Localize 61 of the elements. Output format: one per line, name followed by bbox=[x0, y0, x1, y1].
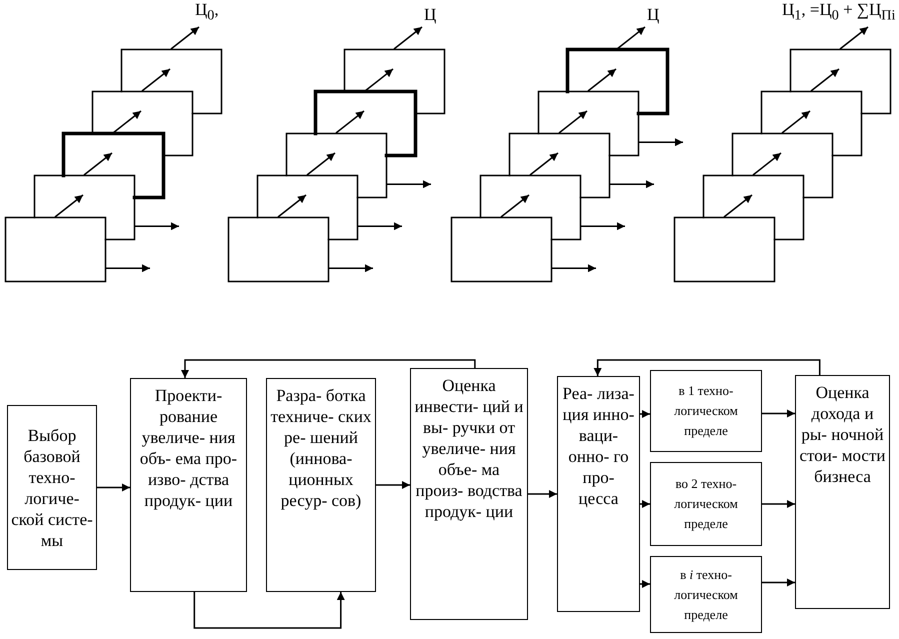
arrow bbox=[105, 264, 150, 272]
arrow bbox=[762, 410, 795, 418]
arrow bbox=[357, 222, 402, 230]
arrow bbox=[609, 180, 654, 188]
arrow bbox=[762, 578, 795, 586]
process-box bbox=[650, 462, 762, 546]
step-text: Разра- ботка техниче- ских ре- шений (иннова- ционных ресур- сов) bbox=[270, 385, 372, 511]
arrow bbox=[640, 410, 650, 418]
step-text: Проекти- рование увеличе- ния объ- ема про- изво- дства продук- ции bbox=[138, 385, 238, 511]
process-box bbox=[410, 368, 528, 620]
process-box bbox=[650, 556, 762, 633]
arrow bbox=[594, 359, 820, 376]
arrow bbox=[528, 490, 557, 498]
process-box bbox=[130, 378, 247, 592]
arrow bbox=[170, 26, 200, 50]
arrow bbox=[97, 484, 130, 492]
arrow bbox=[84, 152, 112, 176]
arrow bbox=[278, 194, 306, 218]
arrow bbox=[558, 110, 588, 134]
step-text: Оценка дохода и ры- ночной стои- мости бизнеса bbox=[799, 382, 886, 487]
arrow bbox=[394, 26, 422, 50]
process-box bbox=[795, 375, 890, 609]
arrow bbox=[194, 592, 345, 629]
arrow bbox=[724, 194, 752, 218]
process-box bbox=[557, 376, 640, 612]
arrow bbox=[336, 110, 364, 134]
process-box bbox=[266, 378, 376, 592]
arrow bbox=[364, 68, 394, 92]
arrow bbox=[500, 194, 530, 218]
arrow bbox=[328, 264, 373, 272]
arrow bbox=[762, 500, 795, 508]
step-text: Реа- лиза- ция инно- ваци- онно- го про- цесса bbox=[562, 383, 636, 509]
arrow bbox=[752, 152, 782, 176]
arrow bbox=[616, 26, 646, 50]
step-text: Выбор базовой техно- логиче- ской систе- мы bbox=[11, 424, 93, 550]
arrow bbox=[638, 138, 683, 146]
arrow bbox=[181, 359, 476, 378]
arrow bbox=[54, 194, 84, 218]
process-box bbox=[650, 370, 762, 452]
arrow bbox=[386, 180, 431, 188]
arrow bbox=[640, 580, 650, 588]
step-text: в 1 техно- логическом пределе bbox=[673, 382, 739, 440]
arrow bbox=[782, 110, 810, 134]
arrow bbox=[551, 264, 596, 272]
arrow bbox=[112, 110, 142, 134]
edge-label: Ц bbox=[423, 6, 438, 24]
arrow bbox=[142, 68, 170, 92]
process-box bbox=[7, 405, 97, 570]
arrow bbox=[810, 68, 840, 92]
step-text: во 2 техно- логическом пределе bbox=[673, 475, 739, 533]
arrow bbox=[530, 152, 558, 176]
arrow bbox=[306, 152, 336, 176]
arrow bbox=[580, 222, 625, 230]
arrow bbox=[640, 500, 650, 508]
arrow bbox=[840, 26, 868, 50]
step-text: Оценка инвести- ций и вы- ручки от увеличе- ния объе- ма произ- водства продук- ции bbox=[414, 375, 524, 522]
arrow bbox=[588, 68, 616, 92]
step-text: в i техно- логическом пределе bbox=[673, 566, 739, 624]
edge-label: Ц bbox=[646, 6, 660, 24]
arrow bbox=[376, 481, 410, 489]
arrow bbox=[134, 222, 179, 230]
